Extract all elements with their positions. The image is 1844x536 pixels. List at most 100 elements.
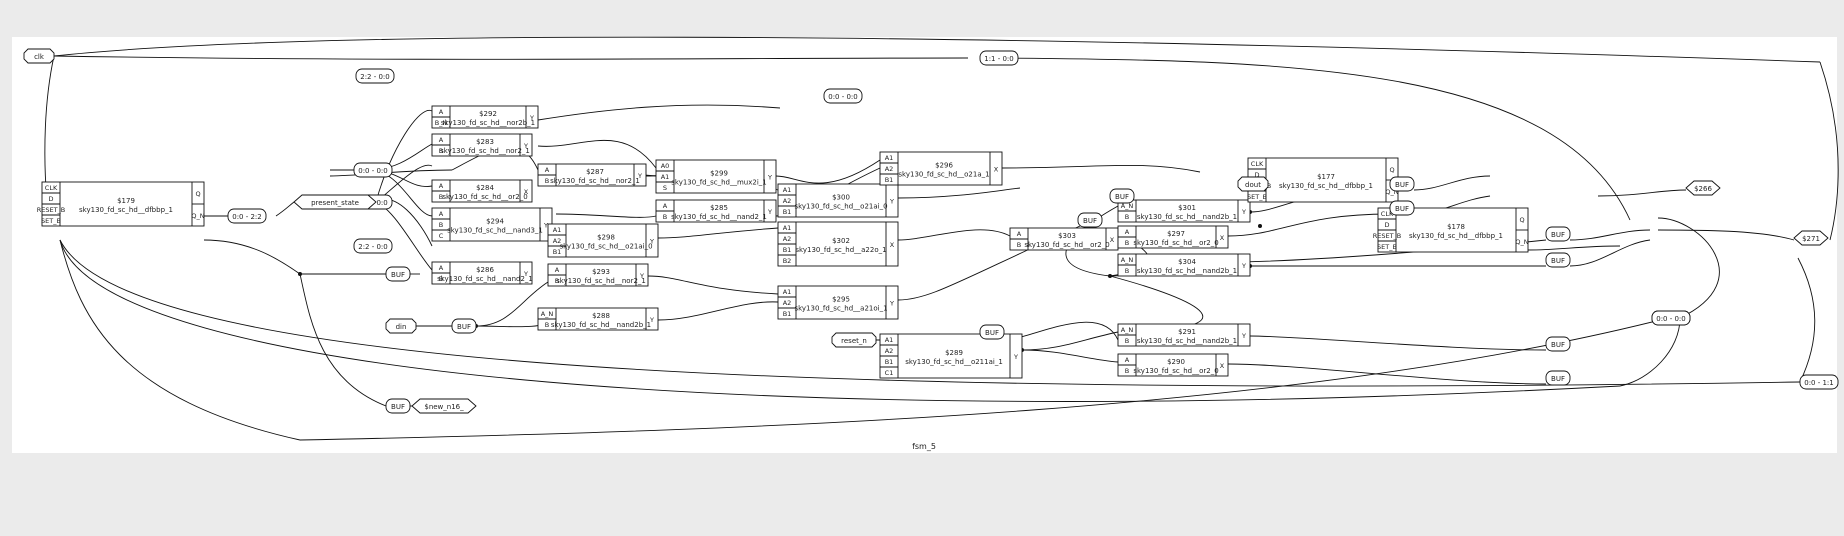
buffer-buf10-label: BUF (1551, 375, 1565, 383)
cell-type-c287: sky130_fd_sc_hd__nor2_1 (550, 177, 640, 185)
buffer-buf12: BUF (1077, 212, 1103, 228)
port-c297-A: A (1125, 228, 1130, 236)
wire-6 (275, 201, 295, 217)
net-new_n16-label: $new_n16_ (424, 403, 464, 411)
cell-type-c289: sky130_fd_sc_hd__o211ai_1 (905, 358, 1003, 366)
port-c293-A: A (555, 266, 560, 274)
wire-55 (299, 273, 387, 407)
port-c286-Y: Y (523, 270, 528, 278)
port-c300-A1: A1 (783, 186, 792, 194)
wire-18 (537, 104, 781, 121)
buffer-buf5-label: BUF (1395, 205, 1409, 213)
port-c295-Y: Y (889, 300, 894, 308)
cell-type-c294: sky130_fd_sc_hd__nand3_1 (447, 227, 543, 235)
port-c284-X: X (524, 188, 529, 196)
port-c302-A2: A2 (783, 235, 792, 243)
cell-c177: CLKDRESET_BSET_BQQ_N$177sky130_fd_sc_hd_… (1243, 157, 1399, 203)
cell-type-c283: sky130_fd_sc_hd__nor2_1 (440, 147, 530, 155)
port-c294-B: B (439, 221, 443, 229)
port-c300-Y: Y (889, 198, 894, 206)
port-c177-Q_N: Q_N (1385, 188, 1398, 196)
port-c291-A_N: A_N (1121, 326, 1134, 334)
wire-7 (375, 109, 433, 203)
cell-name-c301: $301 (1178, 204, 1196, 212)
port-c290-B: B (1125, 367, 1129, 375)
buffer-buf9-label: BUF (1551, 341, 1565, 349)
net-n271: $271 (1793, 230, 1829, 246)
cell-name-c293: $293 (592, 268, 610, 276)
port-c289-A1: A1 (885, 336, 894, 344)
slice-s002-label: 0:0 - 2:2 (232, 213, 262, 221)
cell-name-c296: $296 (935, 162, 953, 170)
port-c302-B1: B1 (783, 246, 792, 254)
input-din-label: din (396, 323, 407, 331)
port-c301-B: B (1125, 213, 1129, 221)
cell-type-c299: sky130_fd_sc_hd__mux2i_1 (671, 179, 767, 187)
input-din: din (385, 318, 417, 334)
wire-4 (1819, 61, 1839, 241)
wire-29 (897, 229, 1011, 241)
buffer-buf2-label: BUF (457, 323, 471, 331)
cell-name-c291: $291 (1178, 328, 1196, 336)
cell-name-c287: $287 (586, 168, 604, 176)
slice-s11: 1:1 - 0:0 (979, 50, 1019, 66)
port-c296-A2: A2 (885, 165, 894, 173)
wire-43 (1227, 363, 1547, 385)
slice-s22b: 2:2 - 0:0 (353, 238, 393, 254)
slice-s00d: 0:0 - 0:0 (1651, 310, 1691, 326)
cell-c179: CLKDRESET_BSET_BQQ_N$179sky130_fd_sc_hd_… (37, 181, 205, 227)
port-c300-A2: A2 (783, 197, 792, 205)
port-c178-RESET_B: RESET_B (1373, 232, 1402, 240)
cell-type-c291: sky130_fd_sc_hd__nand2b_1 (1137, 337, 1237, 345)
cell-type-c178: sky130_fd_sc_hd__dfbbp_1 (1409, 232, 1503, 240)
junction-8 (1258, 224, 1262, 228)
cell-type-c303: sky130_fd_sc_hd__or2_0 (1024, 241, 1109, 249)
wire-48 (1597, 189, 1687, 197)
port-c292-A: A (439, 108, 444, 116)
port-c291-Y: Y (1241, 332, 1246, 340)
cell-name-c299: $299 (710, 170, 728, 178)
wire-64 (59, 239, 1621, 402)
port-c294-Y: Y (543, 222, 548, 230)
buffer-buf1: BUF (385, 266, 411, 282)
port-c285-Y: Y (767, 208, 772, 216)
wire-25 (657, 301, 779, 321)
net-present_state-label: present_state (311, 199, 359, 207)
port-c294-C: C (439, 232, 444, 240)
junction-4 (1108, 274, 1112, 278)
cell-type-c297: sky130_fd_sc_hd__or2_0 (1133, 239, 1218, 247)
buffer-buf6-label: BUF (1551, 231, 1565, 239)
port-c290-X: X (1220, 362, 1225, 370)
buffer-buf5: BUF (1389, 200, 1415, 216)
wire-52 (1797, 257, 1816, 383)
cell-name-c178: $178 (1447, 223, 1465, 231)
port-c288-Y: Y (649, 316, 654, 324)
cell-name-c284: $284 (476, 184, 494, 192)
port-c178-Q_N: Q_N (1515, 238, 1528, 246)
slice-s001-label: 0:0 - 1:1 (1804, 379, 1834, 387)
port-c286-B: B (439, 275, 443, 283)
port-c297-X: X (1220, 234, 1225, 242)
port-c178-D: D (1384, 221, 1389, 229)
port-c301-Y: Y (1241, 208, 1246, 216)
port-c299-A1: A1 (661, 173, 670, 181)
cell-name-c177: $177 (1317, 173, 1335, 181)
port-c288-A_N: A_N (541, 310, 554, 318)
port-c179-Q: Q (195, 190, 200, 198)
port-c295-B1: B1 (783, 310, 792, 318)
port-c177-CLK: CLK (1251, 160, 1264, 168)
port-c298-Y: Y (649, 238, 654, 246)
cell-type-c301: sky130_fd_sc_hd__nand2b_1 (1137, 213, 1237, 221)
wire-67 (299, 319, 1661, 441)
diagram-title: fsm_5 (912, 442, 936, 451)
port-c304-A_N: A_N (1121, 256, 1134, 264)
